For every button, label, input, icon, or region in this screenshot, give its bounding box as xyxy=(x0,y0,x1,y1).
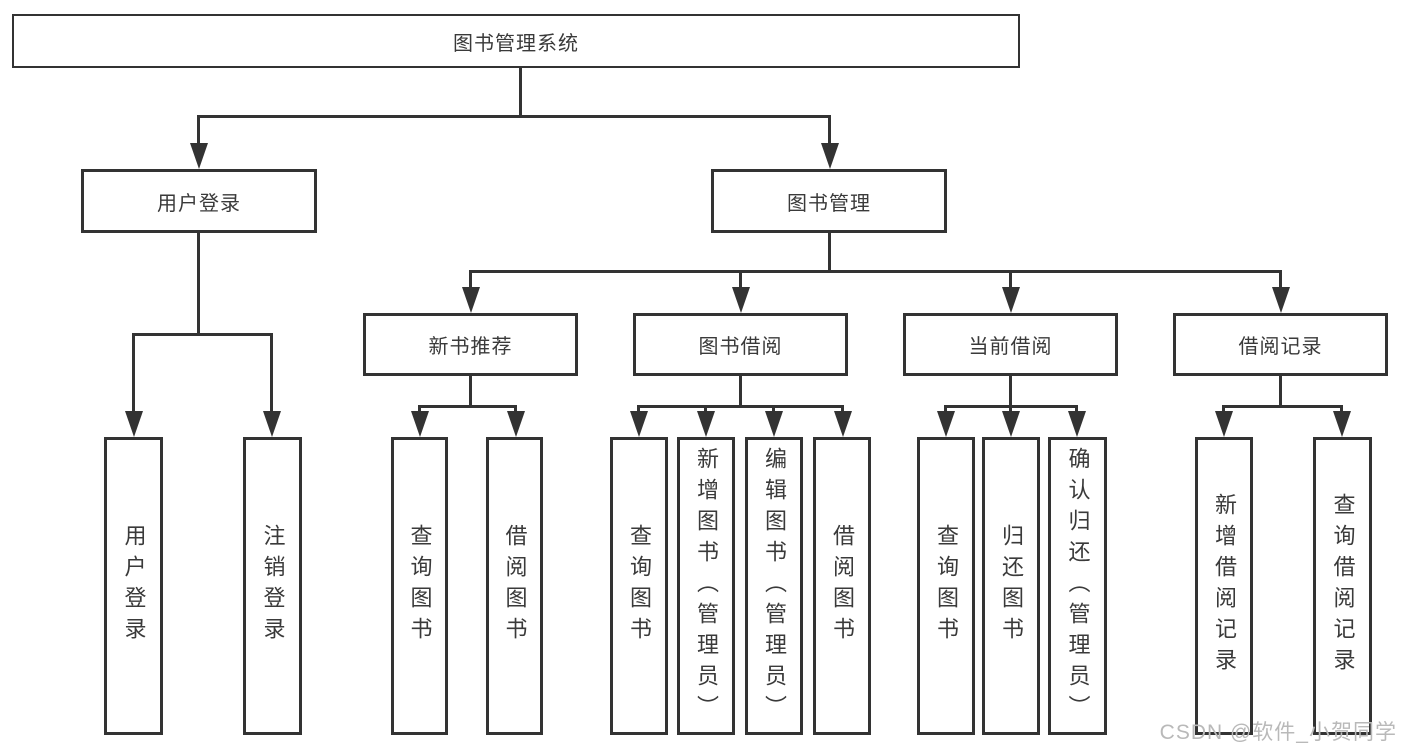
connector-splitter xyxy=(1222,405,1342,408)
leaf-query-books: 查询图书 xyxy=(610,437,668,735)
arrowhead-down-icon xyxy=(1332,411,1351,437)
connector-user-login-splitter xyxy=(132,333,273,336)
connector-arrow-stem xyxy=(944,405,947,415)
arrowhead-down-icon xyxy=(696,411,715,437)
connector-root-splitter xyxy=(197,115,831,118)
node-book-borrowing: 图书借阅 xyxy=(633,313,848,376)
arrowhead-down-icon xyxy=(410,411,429,437)
connector-arrow-stem xyxy=(704,405,707,415)
connector-arrow-stem xyxy=(637,405,640,415)
leaf-user-login: 用户登录 xyxy=(104,437,163,735)
leaf-label: 借阅图书 xyxy=(830,524,855,648)
leaf-label: 归还图书 xyxy=(999,524,1024,648)
connector-arrow-stem xyxy=(1009,270,1012,290)
arrowhead-down-icon xyxy=(820,143,839,169)
csdn-watermark: CSDN @软件_小贺同学 xyxy=(1159,721,1397,744)
node-label: 图书管理系统 xyxy=(453,32,579,55)
connector-arrow-stem xyxy=(739,270,742,290)
connector-arrow-stem xyxy=(514,405,517,415)
connector-stem xyxy=(1279,376,1282,408)
connector-stem xyxy=(739,376,742,408)
connector-book-mgmt-stem xyxy=(828,233,831,273)
connector-splitter xyxy=(418,405,517,408)
arrowhead-down-icon xyxy=(936,411,955,437)
node-book-management: 图书管理 xyxy=(711,169,947,233)
connector-arrow-stem xyxy=(132,333,135,413)
arrowhead-down-icon xyxy=(731,287,750,313)
leaf-label: 确认归还（管理员） xyxy=(1065,446,1091,726)
connector-stem xyxy=(1009,376,1012,408)
connector-arrow-stem xyxy=(1075,405,1078,415)
node-label: 新书推荐 xyxy=(428,336,513,358)
arrowhead-down-icon xyxy=(1001,287,1020,313)
node-label: 当前借阅 xyxy=(968,336,1053,358)
connector-user-login-stem xyxy=(197,233,200,336)
leaf-label: 查询借阅记录 xyxy=(1330,493,1356,679)
node-label: 借阅记录 xyxy=(1238,336,1323,358)
connector-arrow-stem xyxy=(469,270,472,290)
node-user-login: 用户登录 xyxy=(81,169,317,233)
node-label: 图书管理 xyxy=(787,192,871,215)
connector-arrow-stem xyxy=(1009,405,1012,415)
connector-arrow-stem xyxy=(270,333,273,413)
leaf-add-books-admin: 新增图书（管理员） xyxy=(677,437,735,735)
leaf-label: 借阅图书 xyxy=(502,524,528,648)
connector-arrow-stem xyxy=(418,405,421,415)
connector-arrow-stem xyxy=(772,405,775,415)
leaf-confirm-return-admin: 确认归还（管理员） xyxy=(1048,437,1107,735)
leaf-label: 用户登录 xyxy=(121,524,147,648)
arrowhead-down-icon xyxy=(1001,411,1020,437)
leaf-label: 注销登录 xyxy=(260,524,286,648)
leaf-logout: 注销登录 xyxy=(243,437,302,735)
connector-root-stem xyxy=(519,68,522,118)
arrowhead-down-icon xyxy=(833,411,852,437)
arrowhead-down-icon xyxy=(629,411,648,437)
leaf-borrow-books: 借阅图书 xyxy=(486,437,543,735)
node-library-system: 图书管理系统 xyxy=(12,14,1020,68)
connector-arrow-stem xyxy=(828,115,831,145)
arrowhead-down-icon xyxy=(189,143,208,169)
connector-splitter xyxy=(637,405,844,408)
leaf-label: 新增借阅记录 xyxy=(1212,493,1237,679)
arrowhead-down-icon xyxy=(764,411,783,437)
node-borrowing-records: 借阅记录 xyxy=(1173,313,1388,376)
leaf-query-books: 查询图书 xyxy=(391,437,448,735)
arrowhead-down-icon xyxy=(262,411,281,437)
node-new-book-recommend: 新书推荐 xyxy=(363,313,578,376)
leaf-label: 查询图书 xyxy=(407,524,433,648)
leaf-add-borrow-record: 新增借阅记录 xyxy=(1195,437,1253,735)
connector-arrow-stem xyxy=(1279,270,1282,290)
arrowhead-down-icon xyxy=(461,287,480,313)
leaf-label: 查询图书 xyxy=(934,524,959,648)
connector-arrow-stem xyxy=(1222,405,1225,415)
leaf-label: 编辑图书（管理员） xyxy=(762,446,787,726)
leaf-borrow-books: 借阅图书 xyxy=(813,437,871,735)
node-label: 用户登录 xyxy=(157,192,241,215)
arrowhead-down-icon xyxy=(1067,411,1086,437)
arrowhead-down-icon xyxy=(506,411,525,437)
node-current-borrowing: 当前借阅 xyxy=(903,313,1118,376)
node-label: 图书借阅 xyxy=(698,336,783,358)
connector-arrow-stem xyxy=(1340,405,1343,415)
leaf-query-books: 查询图书 xyxy=(917,437,975,735)
arrowhead-down-icon xyxy=(1271,287,1290,313)
arrowhead-down-icon xyxy=(124,411,143,437)
connector-stem xyxy=(469,376,472,408)
leaf-label: 查询图书 xyxy=(627,524,652,648)
connector-arrow-stem xyxy=(197,115,200,145)
leaf-edit-books-admin: 编辑图书（管理员） xyxy=(745,437,803,735)
arrowhead-down-icon xyxy=(1214,411,1233,437)
leaf-query-borrow-record: 查询借阅记录 xyxy=(1313,437,1372,735)
leaf-label: 新增图书（管理员） xyxy=(694,446,719,726)
connector-arrow-stem xyxy=(841,405,844,415)
connector-book-mgmt-splitter xyxy=(469,270,1282,273)
leaf-return-books: 归还图书 xyxy=(982,437,1040,735)
